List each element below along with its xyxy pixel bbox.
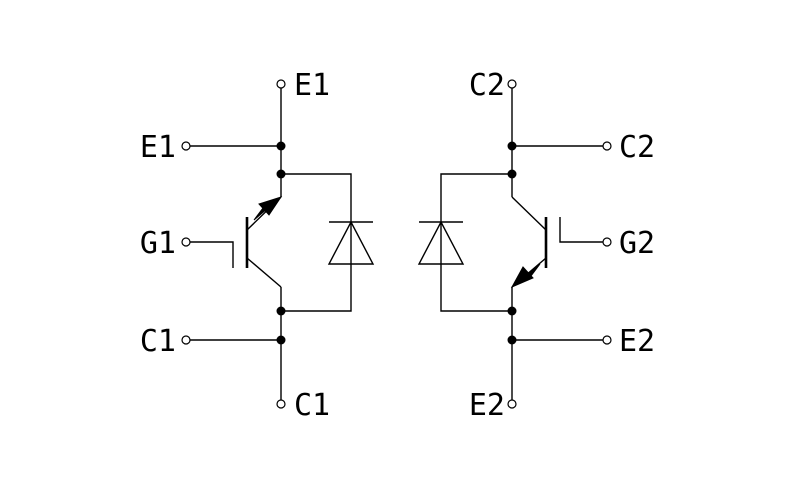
left-igbt [190, 196, 283, 288]
right-node-lower-side [507, 335, 517, 345]
right-emitter-arrow-tail [511, 263, 541, 288]
left-diode-body [327, 220, 375, 265]
right-diode-body [417, 220, 465, 265]
label-left-upper-side: E1 [140, 130, 176, 165]
right-node-upper-side [507, 141, 517, 151]
label-left-gate: G1 [140, 226, 176, 261]
left-terminal-gate [181, 237, 191, 247]
label-right-lower-side: E2 [619, 324, 655, 359]
left-terminal-lower-side [181, 335, 191, 345]
right-node-diode-bottom [507, 306, 517, 316]
left-igbt-collector-lead [246, 257, 282, 288]
right-terminal-top [507, 79, 517, 89]
right-emitter-arrow [510, 266, 534, 289]
label-right-bottom: E2 [469, 388, 505, 423]
label-right-gate: G2 [619, 226, 655, 261]
right-diode-loop-wire [440, 173, 512, 312]
left-node-diode-bottom [276, 306, 286, 316]
left-terminal-bottom [276, 399, 286, 409]
right-terminal-gate [602, 237, 612, 247]
left-emitter-arrow-head [258, 196, 283, 216]
right-terminal-bottom [507, 399, 517, 409]
left-gate-wire [190, 241, 234, 268]
left-terminal-upper-side [181, 141, 191, 151]
right-diode [417, 220, 465, 265]
left-node-upper-side [276, 141, 286, 151]
left-node-diode-top [276, 169, 286, 179]
left-diode-loop-wire [281, 173, 352, 312]
right-gate-wire [559, 217, 603, 243]
right-igbt-collector-lead [511, 196, 547, 231]
left-diode [327, 220, 375, 265]
right-terminal-lower-side [602, 335, 612, 345]
label-left-top: E1 [294, 68, 330, 103]
right-terminal-upper-side [602, 141, 612, 151]
label-left-bottom: C1 [294, 388, 330, 423]
label-left-lower-side: C1 [140, 324, 176, 359]
right-module: C2 C2 G2 E2 E2 [417, 68, 655, 423]
left-terminal-top [276, 79, 286, 89]
left-node-lower-side [276, 335, 286, 345]
left-module: E1 E1 G1 C1 C1 [140, 68, 375, 423]
right-igbt [510, 196, 603, 289]
right-node-diode-top [507, 169, 517, 179]
label-right-upper-side: C2 [619, 130, 655, 165]
label-right-top: C2 [469, 68, 505, 103]
